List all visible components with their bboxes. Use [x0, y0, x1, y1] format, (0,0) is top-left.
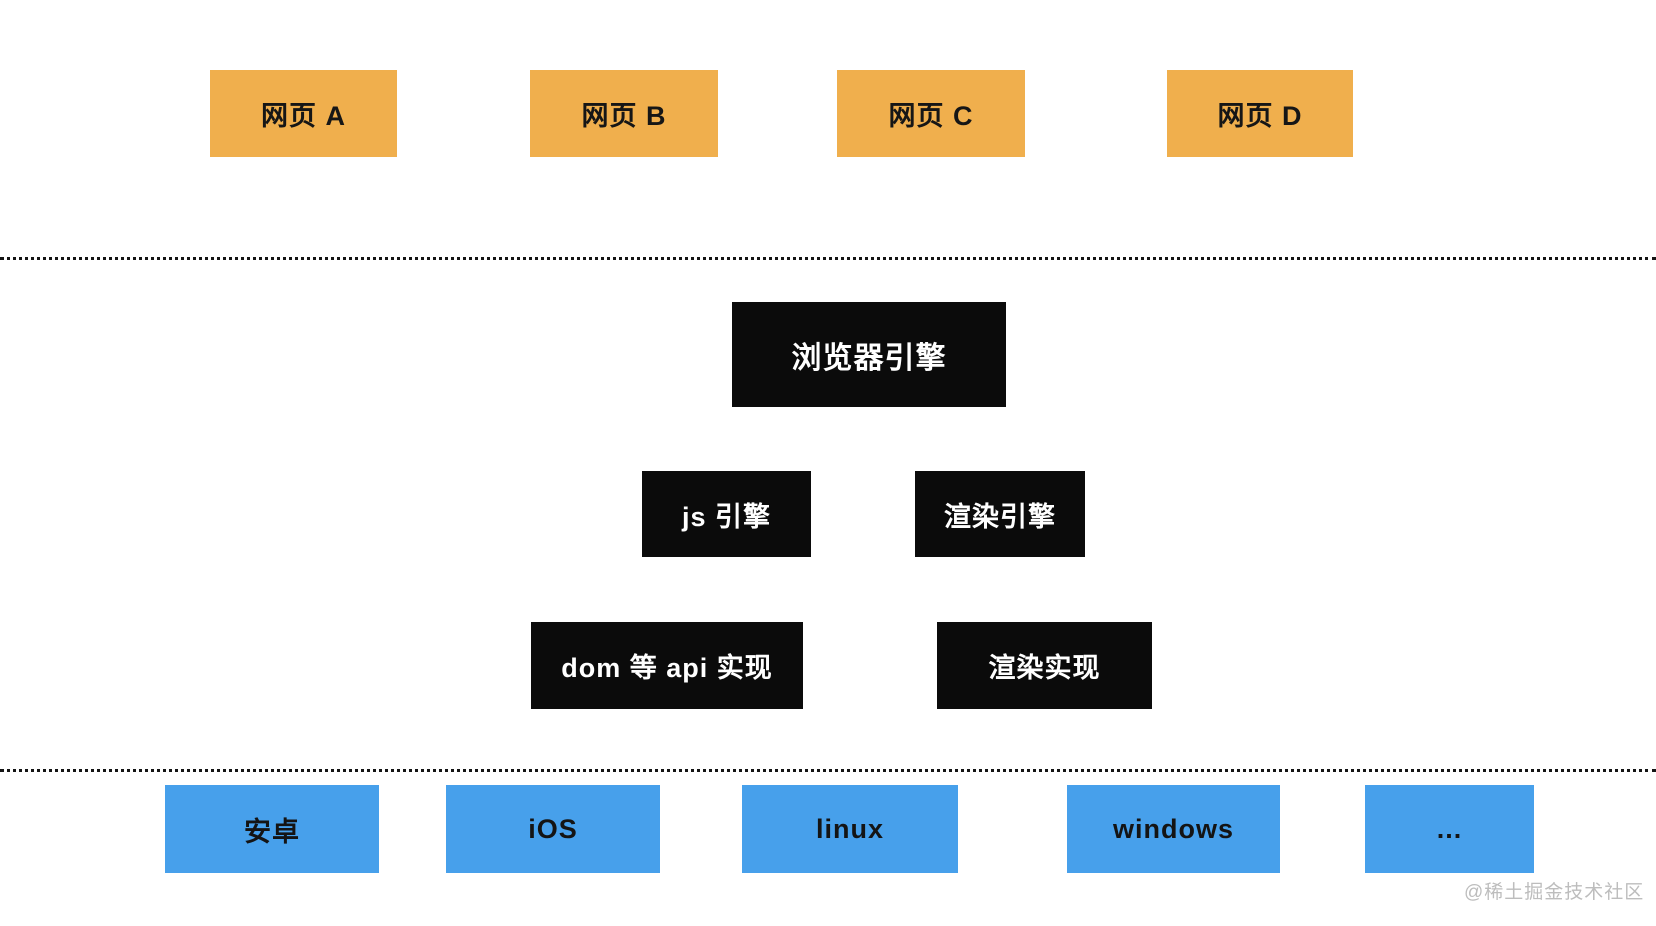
browser-engine-box: 浏览器引擎 — [732, 302, 1006, 407]
separator-top-dotted — [0, 257, 1656, 260]
platform-linux-box: linux — [742, 785, 958, 873]
platform-ios-box: iOS — [446, 785, 660, 873]
separator-bottom-dotted — [0, 769, 1656, 772]
webpage-a-box: 网页 A — [210, 70, 397, 157]
render-implementation-box: 渲染实现 — [937, 622, 1152, 709]
js-engine-box: js 引擎 — [642, 471, 811, 557]
render-engine-box: 渲染引擎 — [915, 471, 1085, 557]
webpage-b-box: 网页 B — [530, 70, 718, 157]
platform-android-box: 安卓 — [165, 785, 379, 873]
dom-api-implementation-box: dom 等 api 实现 — [531, 622, 803, 709]
webpage-c-box: 网页 C — [837, 70, 1025, 157]
platform-more-box: ... — [1365, 785, 1534, 873]
watermark: @稀土掘金技术社区 — [1464, 882, 1645, 903]
webpage-d-box: 网页 D — [1167, 70, 1353, 157]
platform-windows-box: windows — [1067, 785, 1280, 873]
